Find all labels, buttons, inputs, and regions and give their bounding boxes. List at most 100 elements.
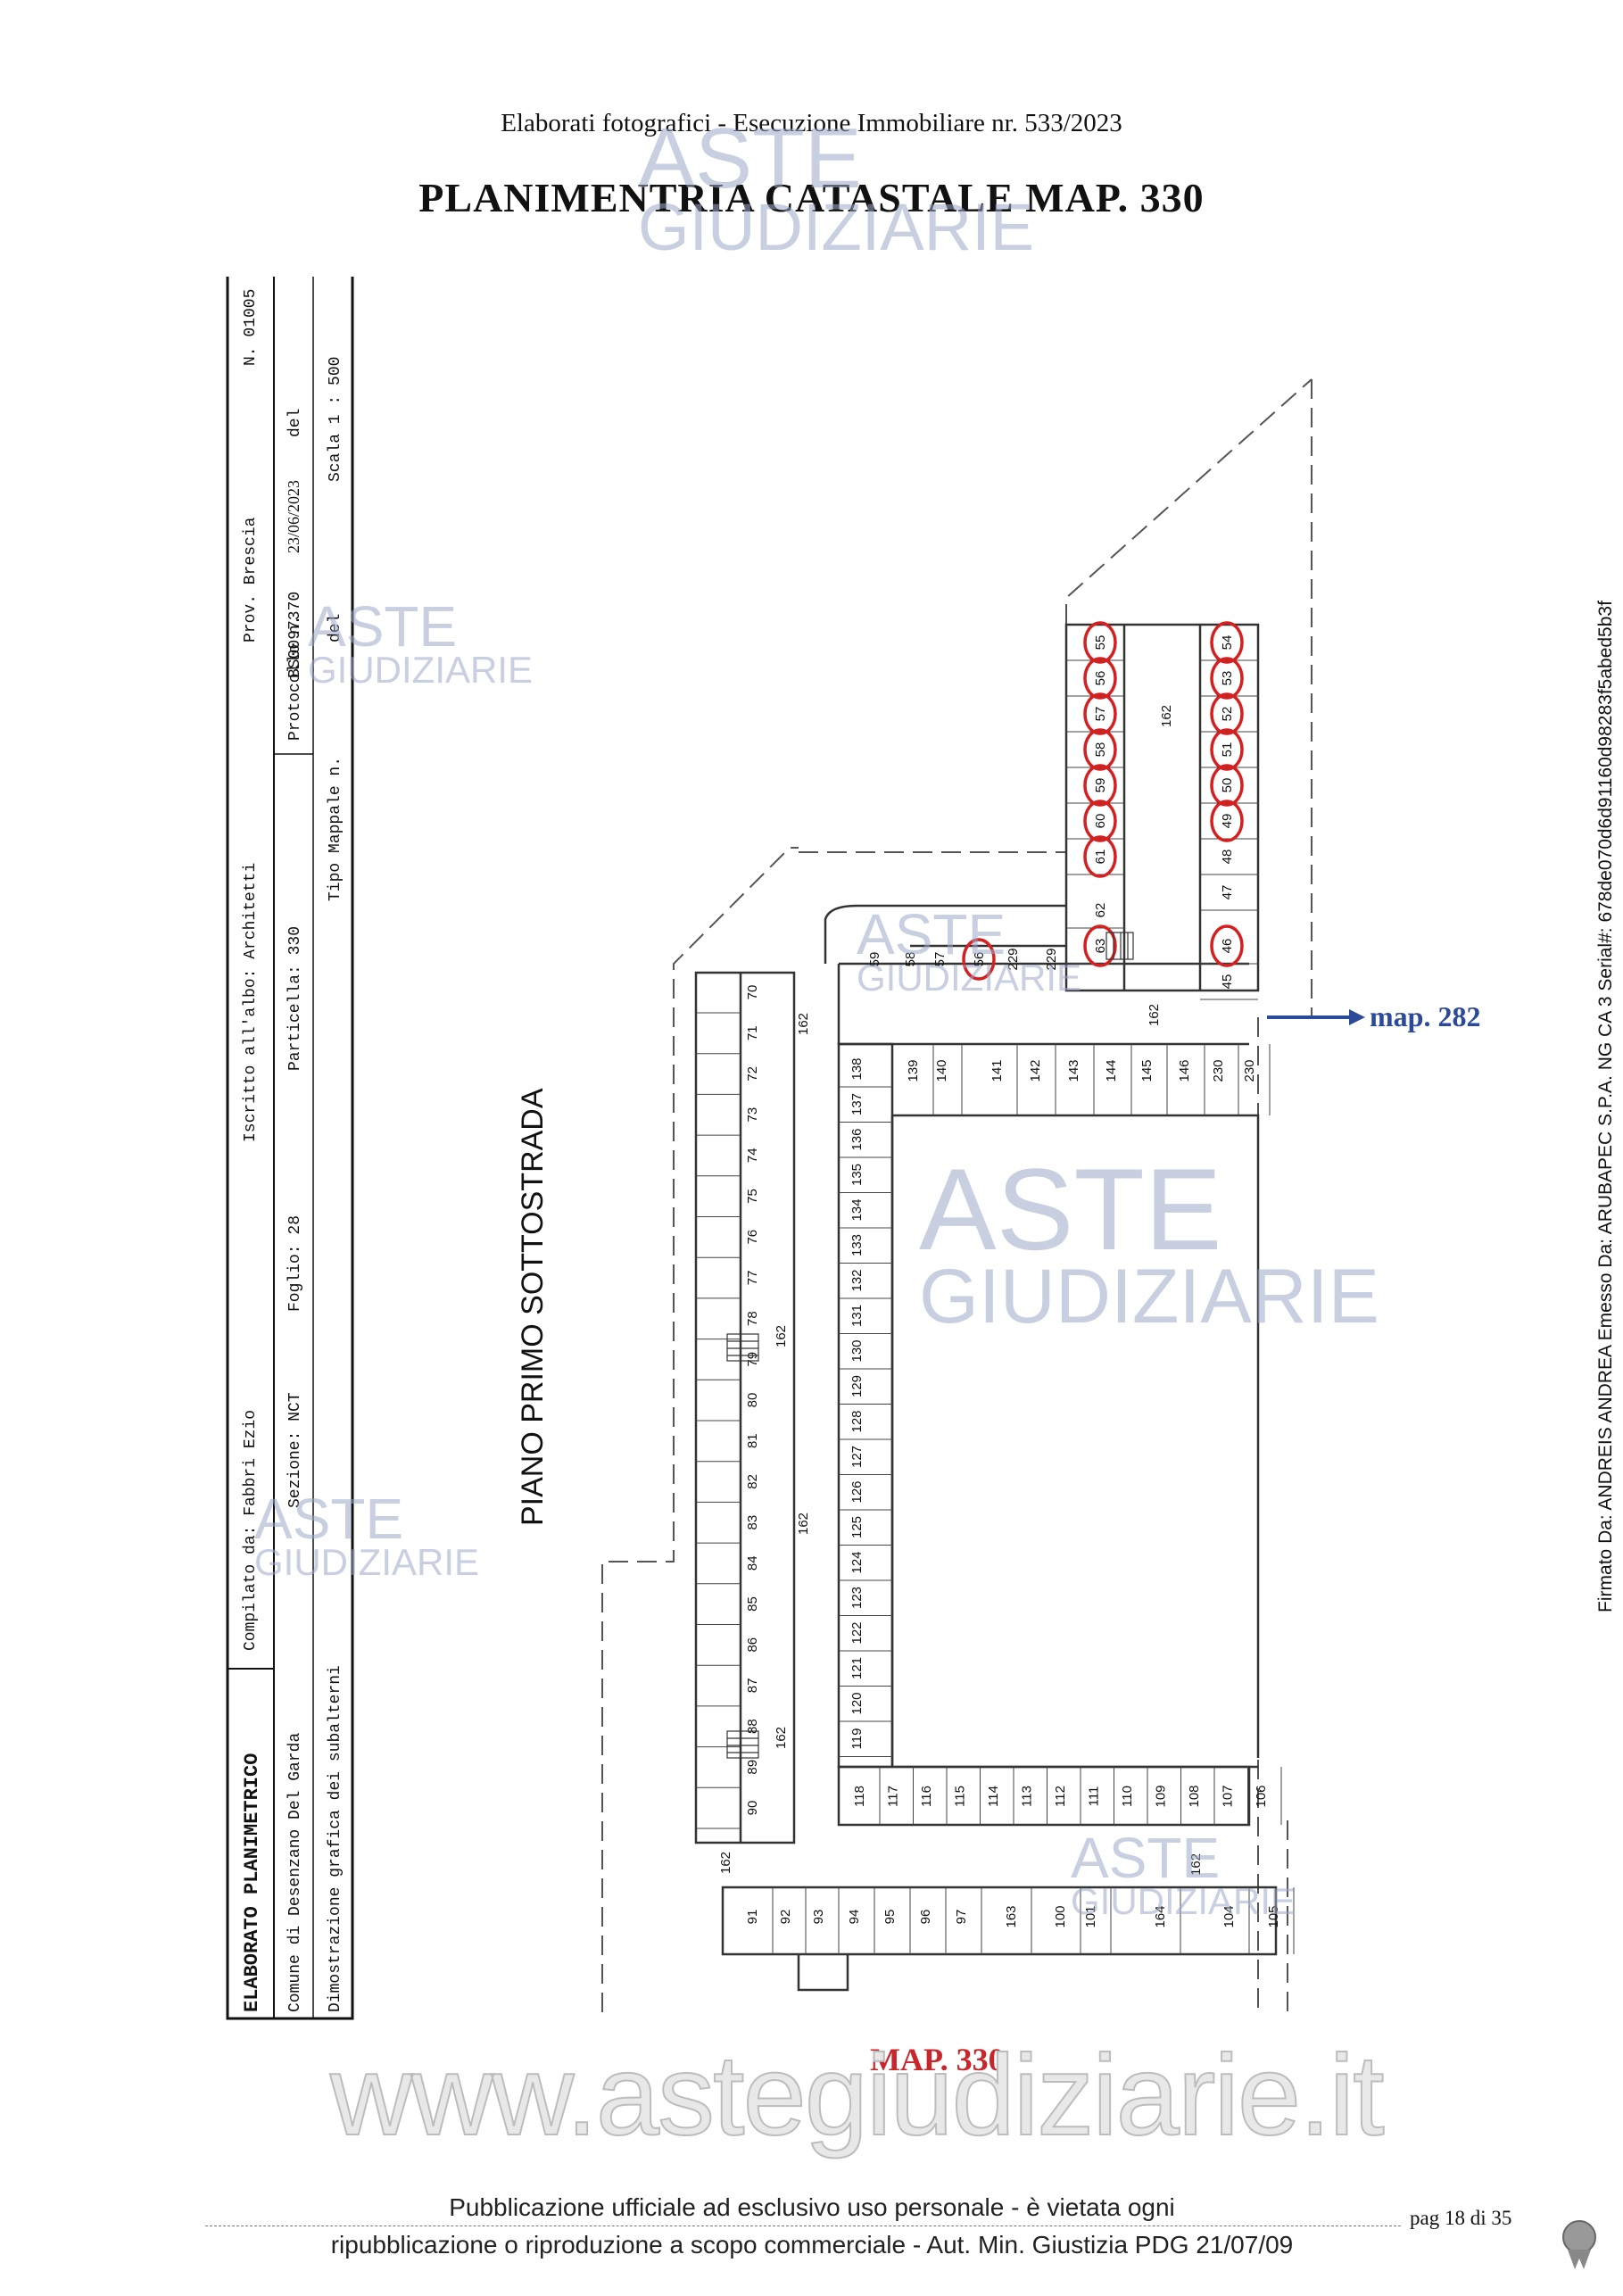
highlight-circle — [1083, 924, 1117, 967]
parking-space-label: 71 — [745, 1025, 760, 1040]
parking-space-label: 100 — [1053, 1905, 1068, 1927]
map-282-arrow — [1267, 1009, 1365, 1025]
parking-space-label: 61 — [1093, 850, 1108, 865]
parking-space-label: 164 — [1153, 1905, 1168, 1927]
highlight-circle — [1083, 692, 1117, 735]
parking-space-label: 124 — [849, 1551, 865, 1573]
parking-space-label: 62 — [1093, 903, 1108, 918]
map-282-label: map. 282 — [1370, 1000, 1480, 1032]
parking-space-label: 56 — [1093, 671, 1108, 686]
cartiglio-data: 23/06/2023 — [285, 480, 302, 553]
floor-label: PIANO PRIMO SOTTOSTRADA — [516, 1088, 550, 1526]
cartiglio-del: del — [286, 409, 304, 437]
parking-space-label: 116 — [919, 1786, 934, 1807]
parking-space-label: 81 — [745, 1433, 760, 1448]
parking-space-label: 120 — [849, 1692, 865, 1714]
parking-space-label: 96 — [918, 1910, 933, 1925]
highlight-circle — [962, 938, 996, 981]
parking-space-label: 136 — [849, 1128, 865, 1150]
corridor-label: 162 — [796, 1513, 811, 1535]
parking-space-label: 56 — [972, 952, 987, 967]
parking-space-label: 163 — [1004, 1905, 1019, 1927]
map-330-label: MAP. 330 — [870, 2042, 1005, 2077]
parking-space-label: 57 — [932, 952, 948, 967]
cartiglio-del2: del — [327, 614, 344, 642]
parking-space-label: 45 — [1220, 974, 1235, 990]
parking-space-label: 48 — [1220, 850, 1235, 865]
highlight-circle — [1083, 835, 1117, 878]
cartiglio-foglio: Foglio: 28 — [286, 1215, 304, 1312]
parking-space-label: 92 — [778, 1910, 793, 1925]
parking-space-label: 106 — [1254, 1785, 1269, 1807]
parking-space-label: 85 — [745, 1596, 760, 1612]
parking-space-label: 59 — [867, 952, 882, 967]
plan-walls — [694, 623, 1278, 1992]
parking-space-label: 125 — [849, 1516, 865, 1538]
cartiglio-particella: Particella: 330 — [286, 926, 304, 1071]
parking-space-label: 83 — [745, 1515, 760, 1530]
parking-space-label: 119 — [849, 1728, 865, 1750]
parking-space-label: 49 — [1220, 814, 1235, 829]
parking-space-label: 58 — [1093, 742, 1108, 758]
parking-space-label: 59 — [1093, 778, 1108, 793]
page-title: PLANIMENTRIA CATASTALE MAP. 330 — [418, 175, 1205, 220]
parking-space-label: 80 — [745, 1393, 760, 1408]
parking-space-label: 144 — [1104, 1059, 1119, 1082]
highlight-circle — [1210, 728, 1244, 771]
highlight-circle — [1210, 657, 1244, 700]
parking-space-label: 95 — [882, 1910, 898, 1925]
parking-space-label: 74 — [745, 1148, 760, 1163]
parking-space-label: 51 — [1220, 742, 1235, 758]
highlight-circle — [1083, 657, 1117, 700]
stairs-icon — [726, 1333, 759, 1362]
site-watermark: www.astegiudiziarie.it — [329, 2031, 1386, 2160]
corridor-label: 162 — [718, 1852, 733, 1874]
parking-space-label: 141 — [990, 1059, 1005, 1082]
parking-space-label: 86 — [745, 1637, 760, 1653]
parking-space-label: 230 — [1242, 1059, 1257, 1082]
highlight-circle — [1083, 800, 1117, 842]
stairs-icon — [726, 1730, 759, 1759]
parking-space-label: 47 — [1220, 885, 1235, 900]
parking-space-label: 57 — [1093, 707, 1108, 722]
parking-space-label: 90 — [745, 1801, 760, 1816]
parking-space-label: 54 — [1220, 635, 1235, 651]
parking-space-label: 87 — [745, 1678, 760, 1694]
cartiglio-scala: Scala 1 : 500 — [327, 357, 344, 482]
parking-space-label: 145 — [1139, 1059, 1155, 1082]
parking-space-label: 89 — [745, 1760, 760, 1775]
parking-space-label: 138 — [849, 1057, 865, 1080]
footer-line-1: Pubblicazione ufficiale ad esclusivo uso… — [449, 2193, 1175, 2221]
parking-space-label: 107 — [1221, 1785, 1236, 1807]
parking-space-label: 77 — [745, 1271, 760, 1286]
parking-space-label: 46 — [1220, 939, 1235, 954]
parking-space-label: 52 — [1220, 707, 1235, 722]
highlight-circle — [1210, 692, 1244, 735]
parking-space-label: 72 — [745, 1066, 760, 1082]
parking-space-label: 110 — [1120, 1786, 1135, 1807]
parking-space-label: 88 — [745, 1719, 760, 1734]
highlight-circle — [1210, 764, 1244, 807]
cartiglio-sezione: Sezione: NCT — [286, 1392, 304, 1508]
parking-space-label: 75 — [745, 1189, 760, 1204]
parking-space-label: 133 — [849, 1234, 865, 1256]
stairs-icon — [1105, 932, 1134, 960]
parking-space-label: 73 — [745, 1107, 760, 1123]
corridor-label: 162 — [796, 1013, 811, 1035]
parking-space-label: 123 — [849, 1587, 865, 1609]
cartiglio-dimostrazione: Dimostrazione grafica dei subalterni — [327, 1665, 344, 2012]
cartiglio-protocollo-num: BS0097370 — [286, 592, 304, 678]
parking-space-label: 137 — [849, 1093, 865, 1115]
document-header: Elaborati fotografici - Esecuzione Immob… — [501, 109, 1122, 137]
highlight-circle — [1083, 764, 1117, 807]
parking-space-label: 146 — [1177, 1059, 1192, 1082]
parking-space-label: 139 — [906, 1059, 921, 1082]
parking-space-label: 55 — [1093, 635, 1108, 651]
parking-space-label: 115 — [953, 1786, 968, 1807]
parking-space-label: 112 — [1053, 1786, 1068, 1807]
seal-icon — [1557, 2217, 1602, 2271]
page-number: pag 18 di 35 — [1410, 2207, 1512, 2229]
parking-space-label: 130 — [849, 1339, 865, 1362]
corridor-label: 162 — [774, 1325, 789, 1347]
cartiglio-protocollo: Protocollo n. — [286, 616, 304, 741]
